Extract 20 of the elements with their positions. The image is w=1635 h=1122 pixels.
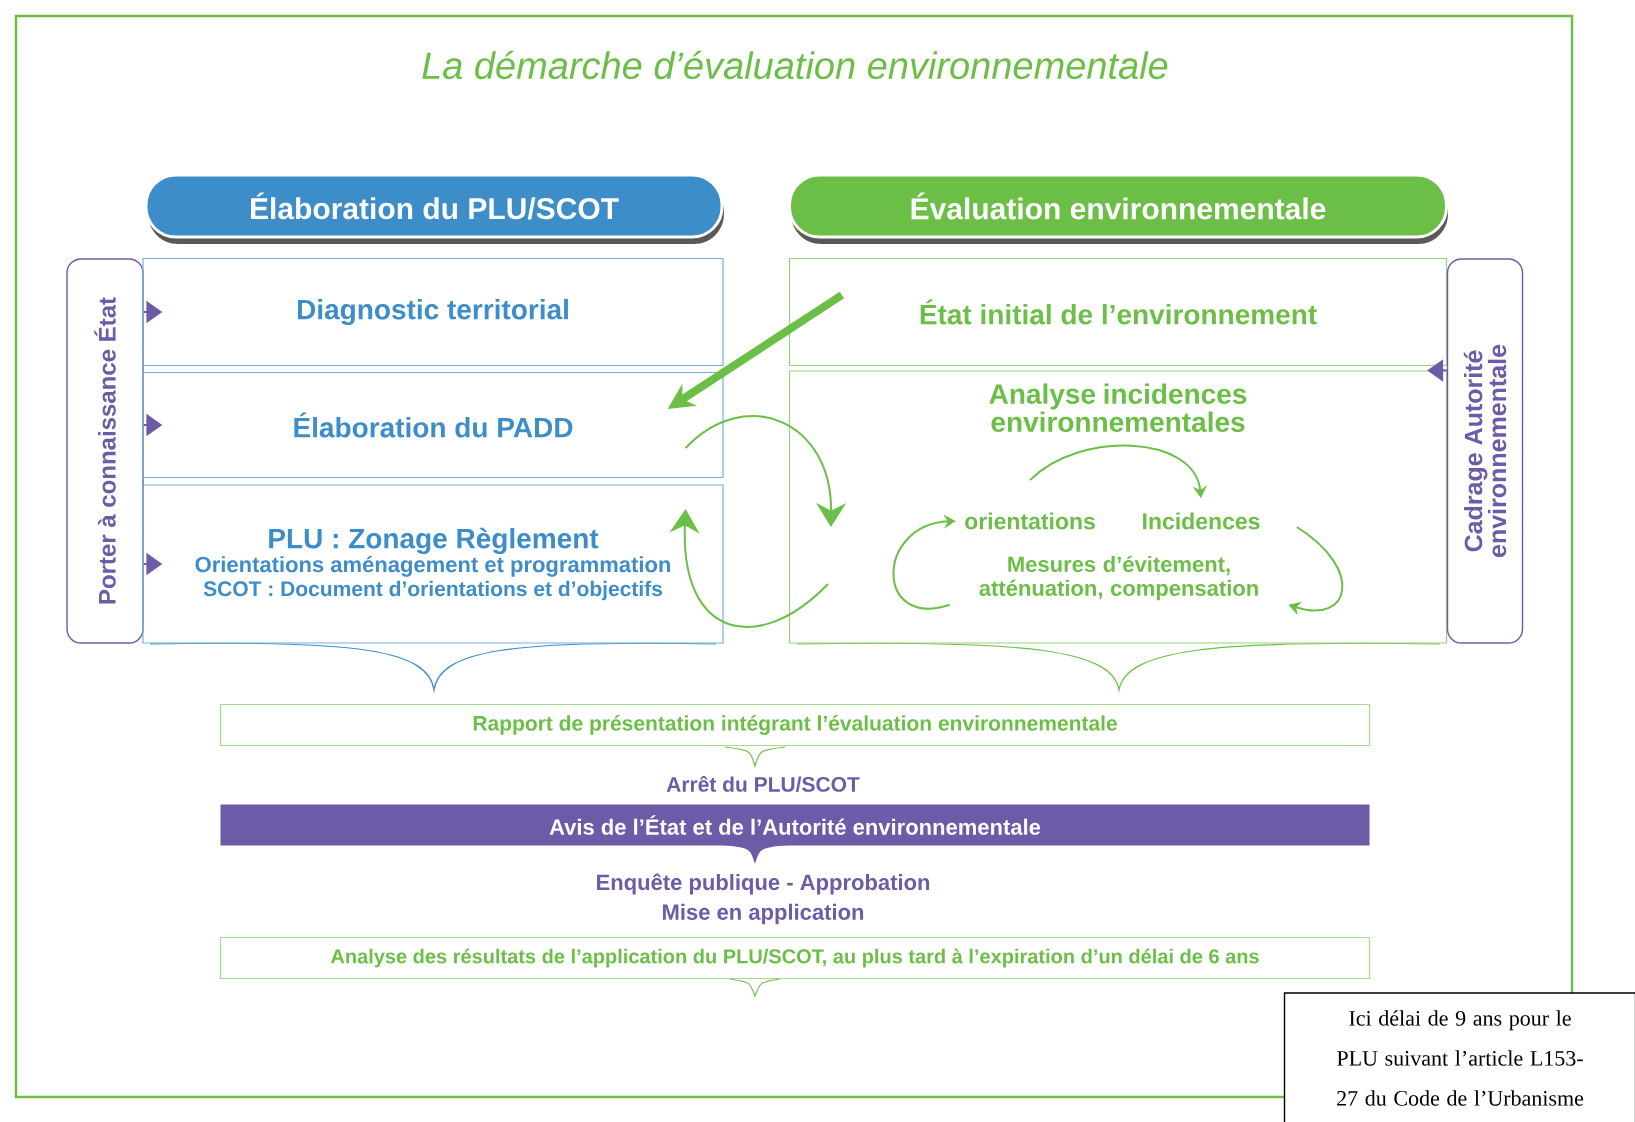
side-box: Porter à connaissance État	[66, 258, 144, 644]
step-box: État initial de l’environnement	[788, 257, 1448, 367]
cycle-label: orientations	[965, 512, 1095, 530]
arrow	[669, 509, 829, 628]
side-box: Cadrage Autorité environnementale	[1446, 258, 1524, 644]
cycle-label: Mesures d’évitement, atténuation, compensation	[979, 555, 1258, 601]
step-box: PLU : Zonage Règlement Orientations aménagement et programmation SCOT : Document d’orientations et d’objectifs	[142, 484, 724, 644]
cycle-label: Incidences	[1143, 512, 1260, 530]
header-pill: Évaluation environnementale	[788, 173, 1449, 244]
title: La démarche d’évaluation environnementale	[422, 50, 1168, 80]
arrow	[684, 415, 847, 527]
header-pill: Élaboration du PLU/SCOT	[144, 173, 724, 244]
step-box: Élaboration du PADD	[142, 371, 724, 479]
step-label: Mise en application	[663, 903, 864, 925]
step-label: Enquête publique - Approbation	[597, 873, 930, 895]
step-box: Diagnostic territorial	[142, 257, 724, 367]
review-band: Analyse des résultats de l’application du PLU/SCOT, au plus tard à l’expiration d’un délai de 6 ans	[219, 936, 1371, 980]
step-label: Arrêt du PLU/SCOT	[666, 775, 860, 793]
report-band: Rapport de présentation intégrant l’évaluation environnementale	[219, 703, 1371, 747]
note-box: Ici délai de 9 ans pour le PLU suivant l’article L153-27 du Code de l’Urbanisme	[1283, 992, 1635, 1122]
